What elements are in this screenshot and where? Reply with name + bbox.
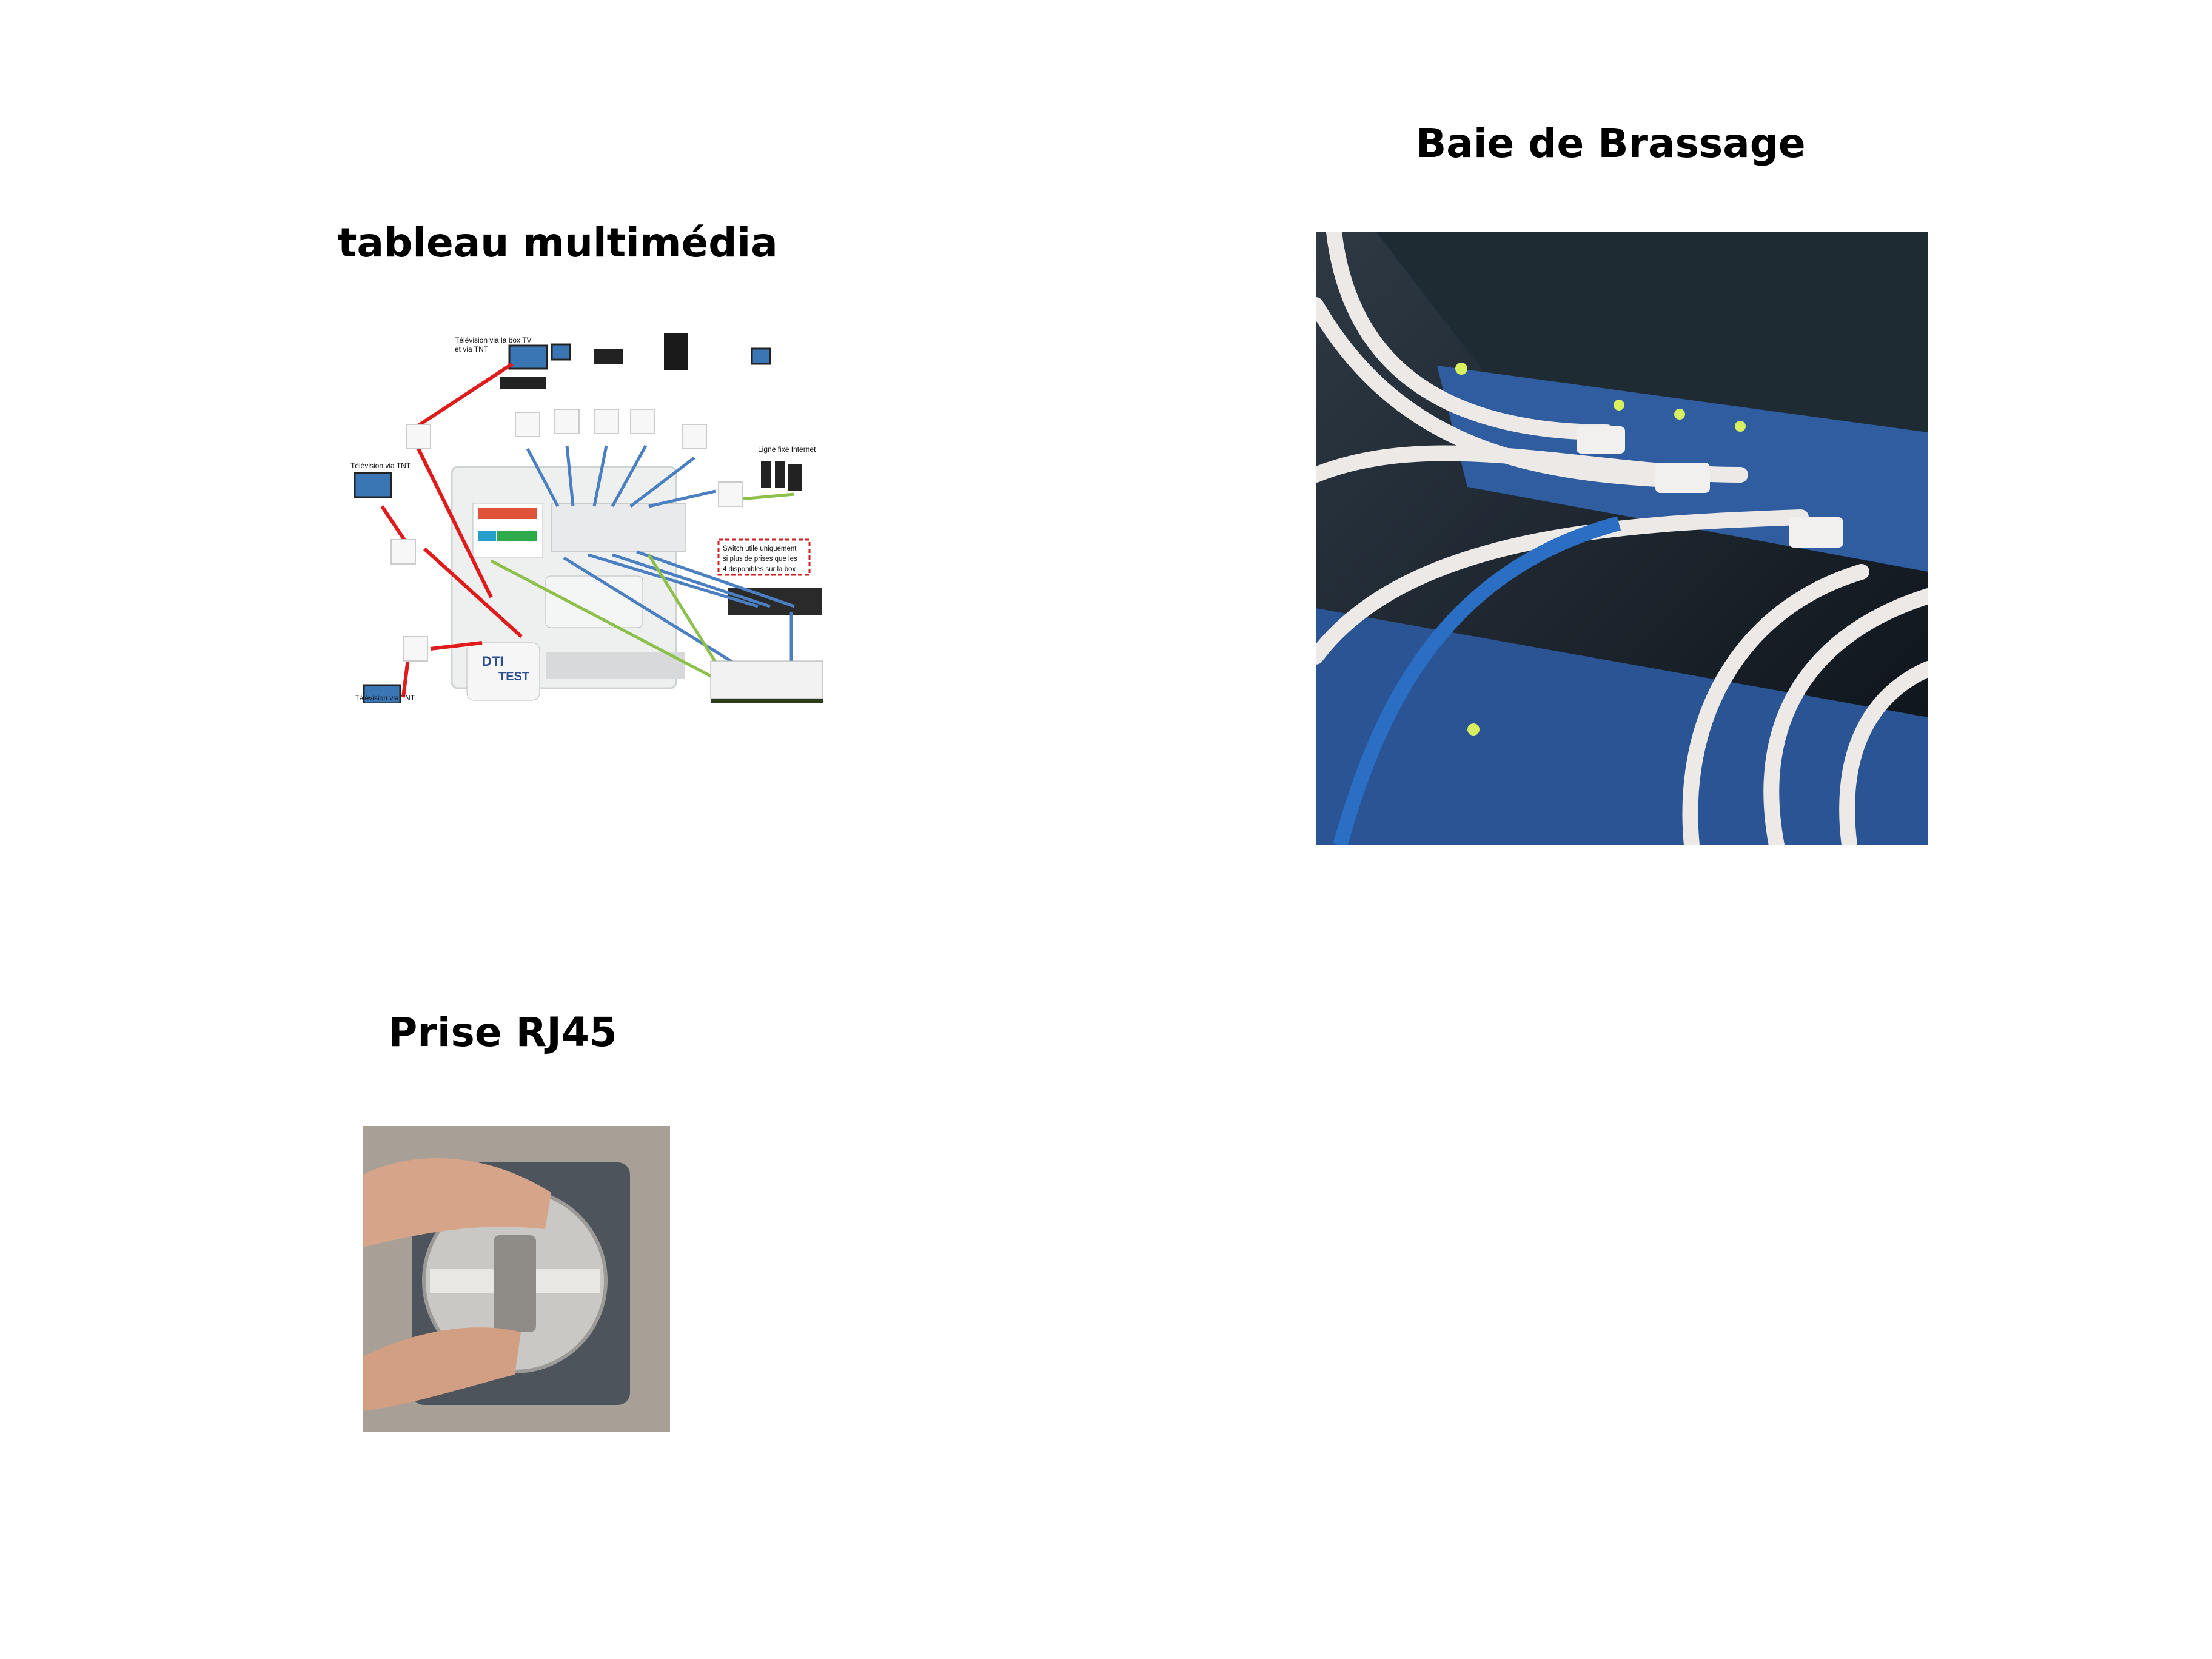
baie-de-brassage-title: Baie de Brassage [1416, 120, 1806, 167]
patch-panel-photo [1316, 232, 1928, 845]
prise-rj45-title: Prise RJ45 [388, 1009, 617, 1056]
multimedia-panel-diagram: DTI TEST Télévision via la box TV et [346, 321, 831, 703]
dti-label: DTI [482, 654, 503, 669]
switch-note-line1: Switch utile uniquement [723, 545, 797, 552]
tv-box-label: Télévision via la box TV [455, 336, 532, 344]
tableau-multimedia-title: tableau multimédia [338, 220, 778, 266]
test-label: TEST [498, 670, 529, 683]
ligne-fixe-label: Ligne fixe Internet [758, 445, 816, 454]
switch-note-line3: 4 disponibles sur la box [723, 566, 796, 573]
tv-box-label-line2: et via TNT [455, 345, 489, 354]
rj45-socket-photo [363, 1126, 670, 1432]
tv-tnt-label-top: Télévision via TNT [350, 461, 411, 470]
tv-tnt-label-bottom: Télévision via TNT [355, 694, 415, 702]
switch-note-line2: si plus de prises que les [723, 555, 797, 563]
